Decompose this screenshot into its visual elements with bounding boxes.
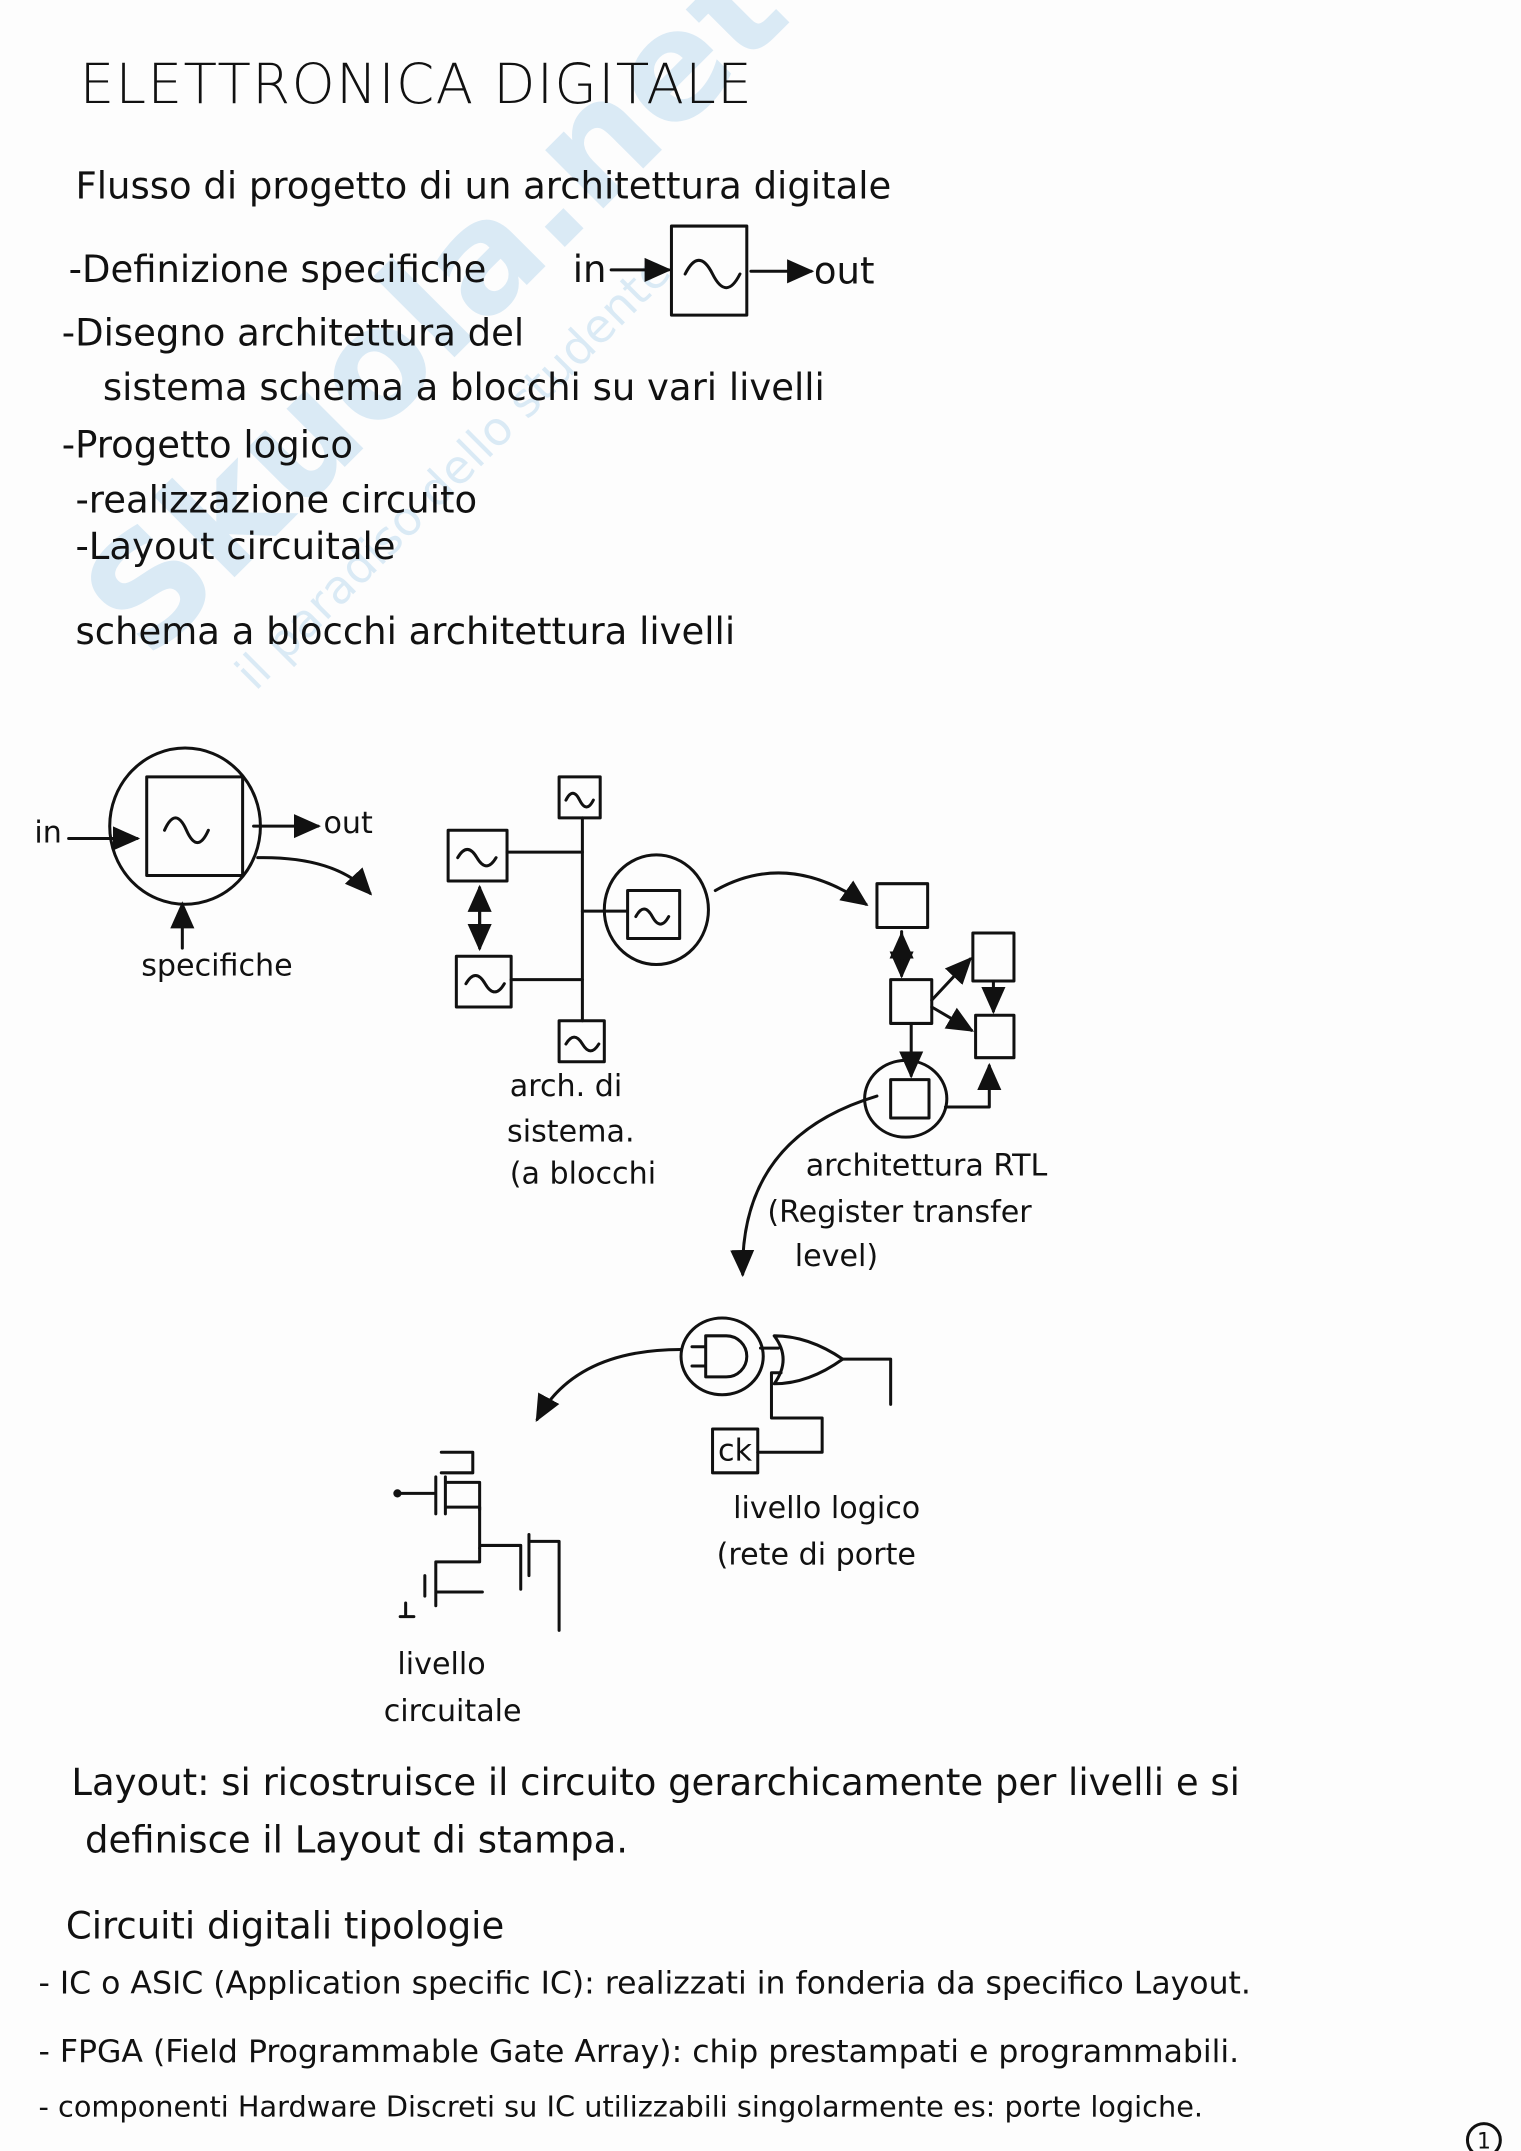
list-item: sistema schema a blocchi su vari livelli	[103, 366, 825, 409]
diagram-label: (Register transfer	[767, 1195, 1032, 1230]
out-label: out	[323, 806, 373, 841]
tilde-icon	[683, 258, 742, 290]
layout-note-line: definisce il Layout di stampa.	[85, 1818, 628, 1861]
block-diagram-top: in out	[573, 224, 875, 317]
list-item: -Disegno architettura del	[62, 311, 524, 354]
in-label: in	[573, 248, 607, 291]
tilde-icon	[163, 816, 210, 845]
list-item: -Layout circuitale	[75, 525, 395, 568]
list-item: -Progetto logico	[62, 424, 353, 467]
diagram-label: arch. di	[510, 1069, 622, 1104]
diagram-label: sistema.	[507, 1114, 635, 1149]
list-item: - componenti Hardware Discreti su IC uti…	[38, 2090, 1203, 2124]
layout-note-line: Layout: si ricostruisce il circuito gera…	[71, 1761, 1240, 1804]
diagram-label: level)	[795, 1239, 878, 1274]
diagram-label: livello logico	[733, 1491, 920, 1526]
list-item: - IC o ASIC (Application specific IC): r…	[38, 1965, 1250, 2001]
specifiche-label: specifiche	[141, 948, 292, 983]
diagram-label: (rete di porte	[717, 1538, 916, 1573]
section2-heading: schema a blocchi architettura livelli	[75, 610, 735, 653]
section1-heading: Flusso di progetto di un architettura di…	[75, 165, 891, 208]
logic-gate-diagram: ck livello logico (rete di porte	[679, 1316, 920, 1573]
rtl-diagram: architettura RTL (Register transfer leve…	[767, 882, 1048, 1274]
section3-heading: Circuiti digitali tipologie	[66, 1905, 504, 1948]
out-label: out	[814, 250, 875, 293]
diagram-label: architettura RTL	[806, 1149, 1048, 1184]
or-gate-icon	[758, 1334, 845, 1386]
page-title: ELETTRONICA DIGITALE	[80, 52, 754, 116]
diagram-label: (a blocchi	[510, 1157, 656, 1192]
diagram-label: livello	[397, 1647, 485, 1682]
system-architecture-diagram: arch. di sistema. (a blocchi	[446, 775, 710, 1192]
system-diagram: in out specifiche	[34, 746, 373, 983]
diagram-label: circuitale	[384, 1694, 522, 1729]
list-item: -Definizione specifiche	[69, 248, 487, 291]
transistor-circuit-diagram: livello circuitale	[384, 1450, 561, 1729]
page-number: 1	[1477, 2129, 1491, 2151]
in-label: in	[34, 816, 61, 851]
list-item: - FPGA (Field Programmable Gate Array): …	[38, 2034, 1239, 2070]
clock-label: ck	[718, 1433, 753, 1468]
list-item: -realizzazione circuito	[75, 478, 477, 521]
and-gate-icon	[690, 1334, 749, 1379]
